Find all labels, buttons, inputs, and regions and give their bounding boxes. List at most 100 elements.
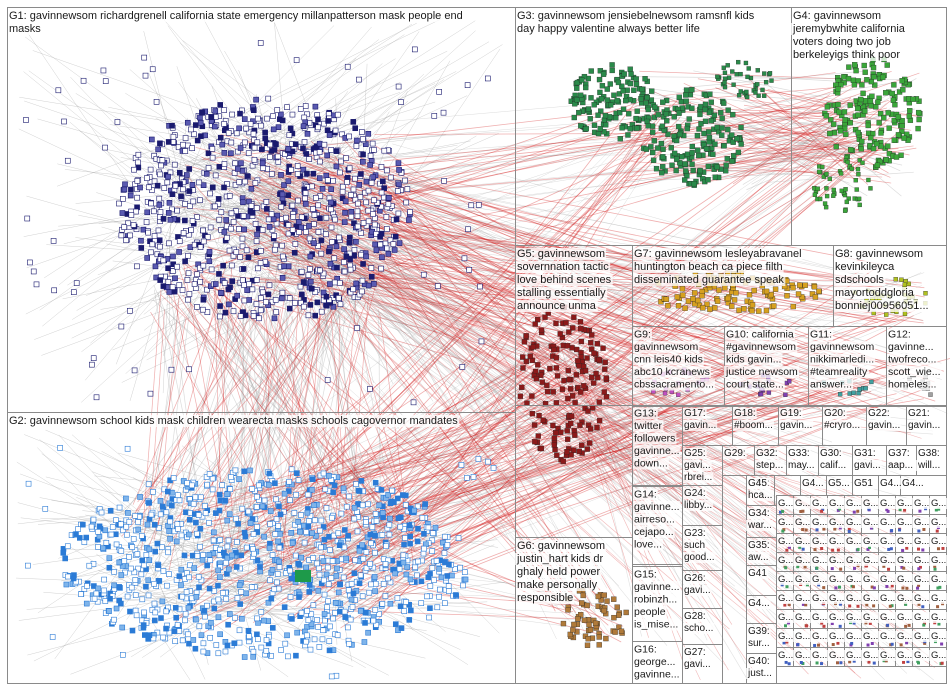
node	[218, 209, 225, 216]
node	[923, 621, 927, 625]
node	[166, 200, 173, 206]
node	[337, 280, 343, 286]
label-background	[794, 612, 812, 623]
label-background	[845, 574, 863, 585]
node	[733, 290, 739, 296]
node	[320, 270, 327, 277]
node	[917, 583, 921, 587]
micro-group-label: G...	[778, 498, 793, 509]
node	[535, 433, 541, 439]
node	[258, 248, 264, 254]
node	[217, 537, 223, 543]
node	[837, 128, 844, 134]
node	[872, 604, 876, 608]
node	[152, 263, 159, 270]
node	[316, 571, 323, 578]
node	[306, 518, 312, 524]
edge	[194, 101, 648, 276]
node	[796, 565, 800, 569]
group-label-g15: is_mise...	[634, 619, 678, 631]
node	[403, 599, 409, 605]
node	[248, 584, 255, 590]
group-label-g24: libby...	[684, 500, 712, 511]
group-label-g12: twofreco...	[888, 354, 936, 366]
node	[687, 91, 694, 98]
node	[523, 333, 529, 339]
edge	[137, 282, 326, 503]
label-background	[811, 555, 829, 566]
node	[916, 116, 922, 123]
edge	[212, 370, 770, 588]
label-background	[794, 498, 812, 509]
node	[642, 76, 648, 82]
node	[683, 87, 690, 93]
node	[165, 279, 172, 285]
node	[824, 186, 829, 191]
node	[790, 285, 796, 291]
node	[731, 297, 738, 303]
node	[803, 565, 807, 569]
node	[360, 136, 366, 142]
node	[319, 185, 326, 192]
micro-group-label: G...	[880, 574, 895, 585]
node	[828, 117, 834, 123]
node	[216, 216, 223, 223]
node	[215, 614, 222, 621]
node	[113, 541, 120, 548]
node	[250, 546, 256, 552]
node	[730, 139, 736, 145]
node	[387, 515, 393, 522]
edge	[260, 307, 326, 558]
node	[575, 616, 581, 622]
node	[588, 95, 594, 101]
edge	[172, 261, 239, 278]
node	[204, 481, 210, 488]
edge	[563, 348, 924, 638]
micro-group-label: G...	[897, 650, 912, 661]
node	[845, 75, 852, 82]
label-background	[887, 378, 938, 391]
node	[922, 527, 926, 531]
label-background	[516, 274, 613, 286]
node	[80, 77, 87, 84]
node	[304, 509, 311, 516]
node	[182, 201, 188, 207]
edge	[276, 133, 850, 566]
micro-group-label: G...	[778, 555, 793, 566]
label-background	[747, 626, 771, 637]
node	[279, 275, 286, 281]
node	[93, 394, 100, 401]
node	[414, 538, 421, 545]
node	[331, 279, 338, 286]
group-label-g27: gavi...	[684, 659, 711, 670]
edge	[19, 473, 179, 533]
label-background	[896, 498, 914, 509]
edge	[182, 112, 658, 270]
node	[130, 222, 137, 228]
node	[916, 659, 920, 663]
node	[51, 287, 57, 294]
node	[893, 277, 898, 282]
node	[824, 171, 829, 177]
node	[178, 532, 185, 539]
node	[179, 637, 186, 644]
edge	[706, 122, 847, 141]
node	[595, 593, 601, 600]
node	[934, 508, 938, 512]
node	[362, 620, 368, 626]
node	[547, 366, 553, 372]
node	[168, 366, 175, 373]
node	[348, 213, 355, 220]
label-background	[515, 553, 605, 565]
node	[721, 100, 727, 106]
node	[123, 531, 130, 538]
node	[216, 574, 223, 580]
label-background	[725, 328, 795, 341]
node	[380, 178, 386, 185]
label-background	[887, 460, 915, 471]
label-background	[917, 448, 941, 459]
node	[298, 214, 305, 221]
node	[850, 641, 854, 645]
edge	[710, 136, 896, 177]
edge	[737, 97, 899, 123]
